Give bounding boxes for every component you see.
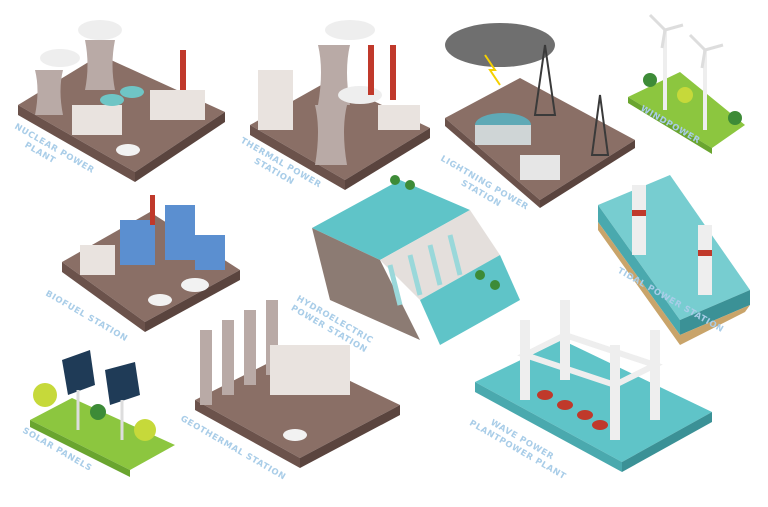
thermal-power-station-tile (250, 20, 430, 190)
solar-panels-tile (30, 350, 175, 477)
lightning-power-station-tile (445, 23, 635, 208)
tidal-power-station-tile (598, 175, 750, 345)
biofuel-station-tile (62, 195, 240, 332)
windpower-tile (628, 13, 745, 154)
nuclear-power-plant-tile (18, 20, 225, 182)
wave-power-plant-tile (475, 300, 712, 472)
geothermal-station-tile (195, 300, 400, 468)
hydroelectric-power-station-tile (312, 175, 520, 345)
